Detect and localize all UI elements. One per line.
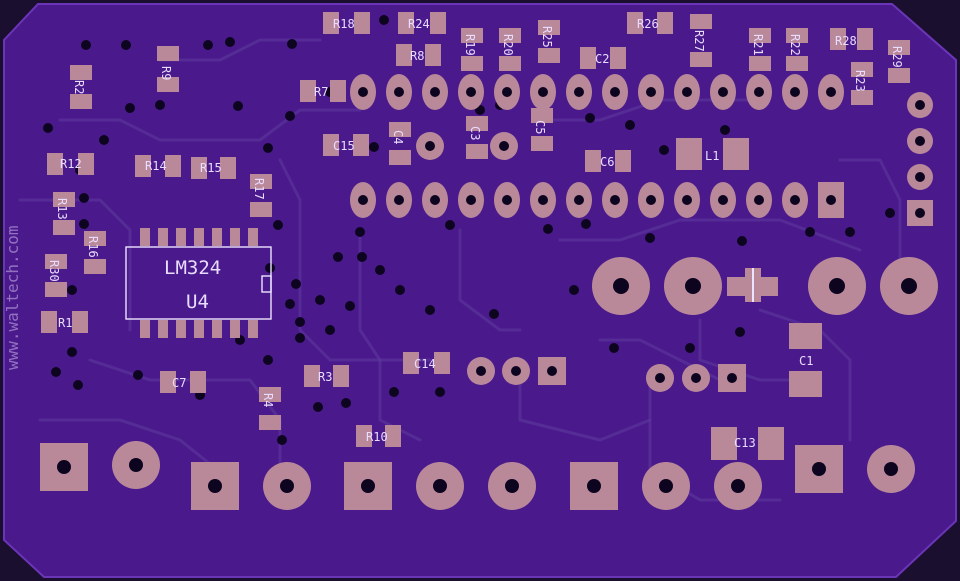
label-c14: C14 [414, 357, 436, 371]
label-r9: R9 [159, 66, 173, 80]
middle-header-row [350, 182, 844, 218]
label-l1: L1 [705, 149, 719, 163]
right-header [907, 92, 933, 226]
label-c6: C6 [600, 155, 614, 169]
label-r8: R8 [410, 49, 424, 63]
label-r2: R2 [72, 80, 86, 94]
label-r12: R12 [60, 157, 82, 171]
label-c4: C4 [391, 130, 405, 144]
ic-designator: U4 [186, 291, 209, 313]
label-r3: R3 [318, 370, 332, 384]
bottom-terminals [40, 441, 915, 510]
label-r23: R23 [853, 70, 867, 92]
silk-labels: R18 R24 R26 R8 C2 R7 C15 C6 L1 R12 R14 R… [47, 17, 904, 450]
label-r13: R13 [55, 198, 69, 220]
label-r1: R1 [58, 316, 72, 330]
label-r10: R10 [366, 430, 388, 444]
top-header-row [350, 74, 844, 110]
label-r16: R16 [86, 236, 100, 258]
label-c5: C5 [533, 120, 547, 134]
label-r30: R30 [47, 260, 61, 282]
label-r4: R4 [261, 393, 275, 407]
power-pads [592, 257, 938, 315]
label-c13: C13 [734, 436, 756, 450]
ic-u4 [125, 228, 272, 338]
label-r14: R14 [145, 159, 167, 173]
label-r7: R7 [314, 85, 328, 99]
label-r25: R25 [540, 26, 554, 48]
label-c2: C2 [595, 52, 609, 66]
label-r27: R27 [692, 30, 706, 52]
label-r17: R17 [252, 178, 266, 200]
small-headers [467, 357, 746, 392]
label-c7: C7 [172, 376, 186, 390]
side-website-text: www.waltech.com [3, 226, 22, 371]
label-r26: R26 [637, 17, 659, 31]
label-r29: R29 [890, 46, 904, 68]
label-r20: R20 [501, 34, 515, 56]
ic-part-label: LM324 [164, 257, 221, 279]
label-r28: R28 [835, 34, 857, 48]
label-r15: R15 [200, 161, 222, 175]
label-c1: C1 [799, 354, 813, 368]
label-c3: C3 [468, 126, 482, 140]
smd-parts [41, 12, 910, 460]
label-r19: R19 [463, 34, 477, 56]
label-c15: C15 [333, 139, 355, 153]
label-r22: R22 [788, 34, 802, 56]
label-r24: R24 [408, 17, 430, 31]
label-r21: R21 [751, 34, 765, 56]
label-r18: R18 [333, 17, 355, 31]
